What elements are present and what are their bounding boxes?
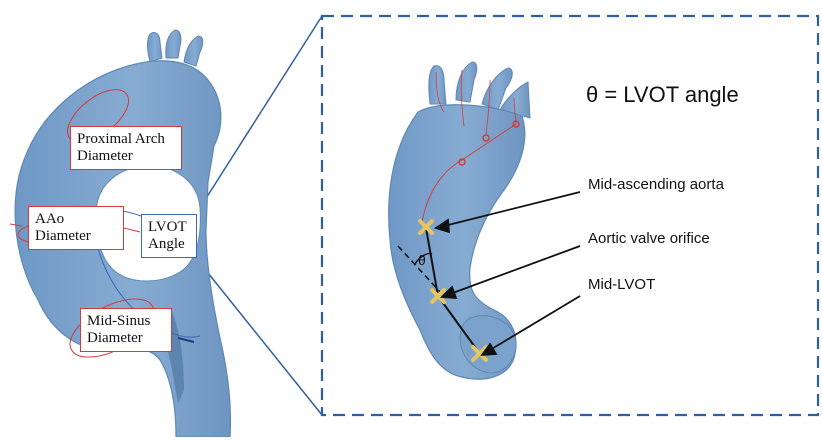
ascending-aorta-model [389, 62, 580, 379]
mid-sinus-diameter-label: Mid-Sinus Diameter [80, 308, 172, 352]
lvot-angle-label: LVOT Angle [141, 214, 197, 258]
mid-lvot-label: Mid-LVOT [588, 276, 655, 293]
mid-ascending-aorta-label: Mid-ascending aorta [588, 176, 724, 193]
lvot-angle-title: θ = LVOT angle [586, 82, 739, 108]
aao-diameter-label: AAo Diameter [28, 206, 124, 250]
aortic-valve-orifice-label: Aortic valve orifice [588, 230, 710, 247]
theta-symbol: θ [418, 252, 426, 268]
proximal-arch-diameter-label: Proximal Arch Diameter [70, 126, 182, 170]
